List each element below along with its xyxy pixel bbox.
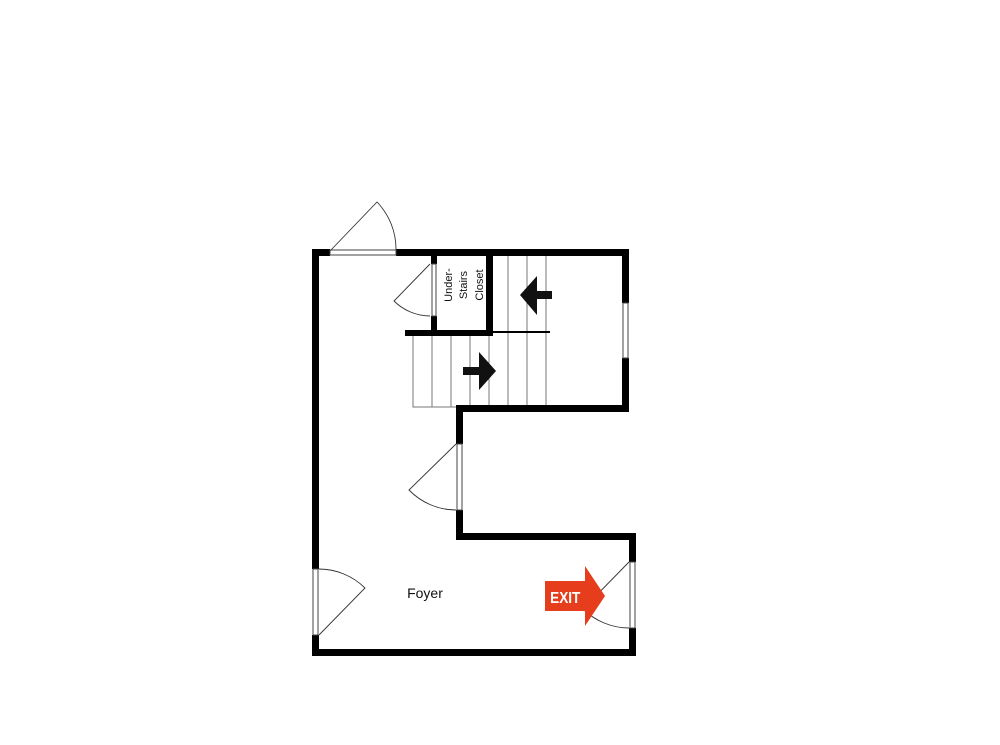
wall [312, 649, 636, 656]
door-swing-icon [318, 201, 630, 636]
wall [312, 635, 319, 656]
wall [629, 628, 636, 656]
door-frame [456, 443, 463, 511]
walls [312, 249, 636, 656]
wall [312, 249, 319, 569]
closet-label-line: Stairs [458, 270, 470, 299]
wall [456, 405, 463, 444]
room-label-foyer: Foyer [407, 585, 443, 601]
stair-direction-arrow-icon [463, 276, 552, 390]
wall [405, 330, 493, 336]
wall [431, 256, 437, 264]
exit-label: EXIT [550, 590, 580, 607]
wall [629, 533, 636, 562]
wall [456, 510, 463, 540]
exit-sign: EXIT [545, 566, 605, 626]
door-frame [629, 561, 636, 629]
window-icon [622, 302, 629, 359]
window-icon [329, 249, 397, 256]
exit-arrow-icon [545, 566, 605, 626]
door-frames [312, 249, 636, 636]
wall [396, 249, 629, 256]
wall [456, 405, 629, 412]
wall [431, 316, 437, 336]
door-frame [312, 568, 319, 636]
closet-label-line: Under- [443, 268, 455, 302]
wall [622, 358, 629, 412]
wall [622, 249, 629, 303]
wall [486, 256, 493, 336]
door-frame [431, 263, 437, 317]
closet-label-line: Closet [474, 269, 486, 300]
wall [312, 249, 330, 256]
room-label-closet: Under- Stairs Closet [443, 268, 486, 302]
wall [456, 533, 636, 540]
